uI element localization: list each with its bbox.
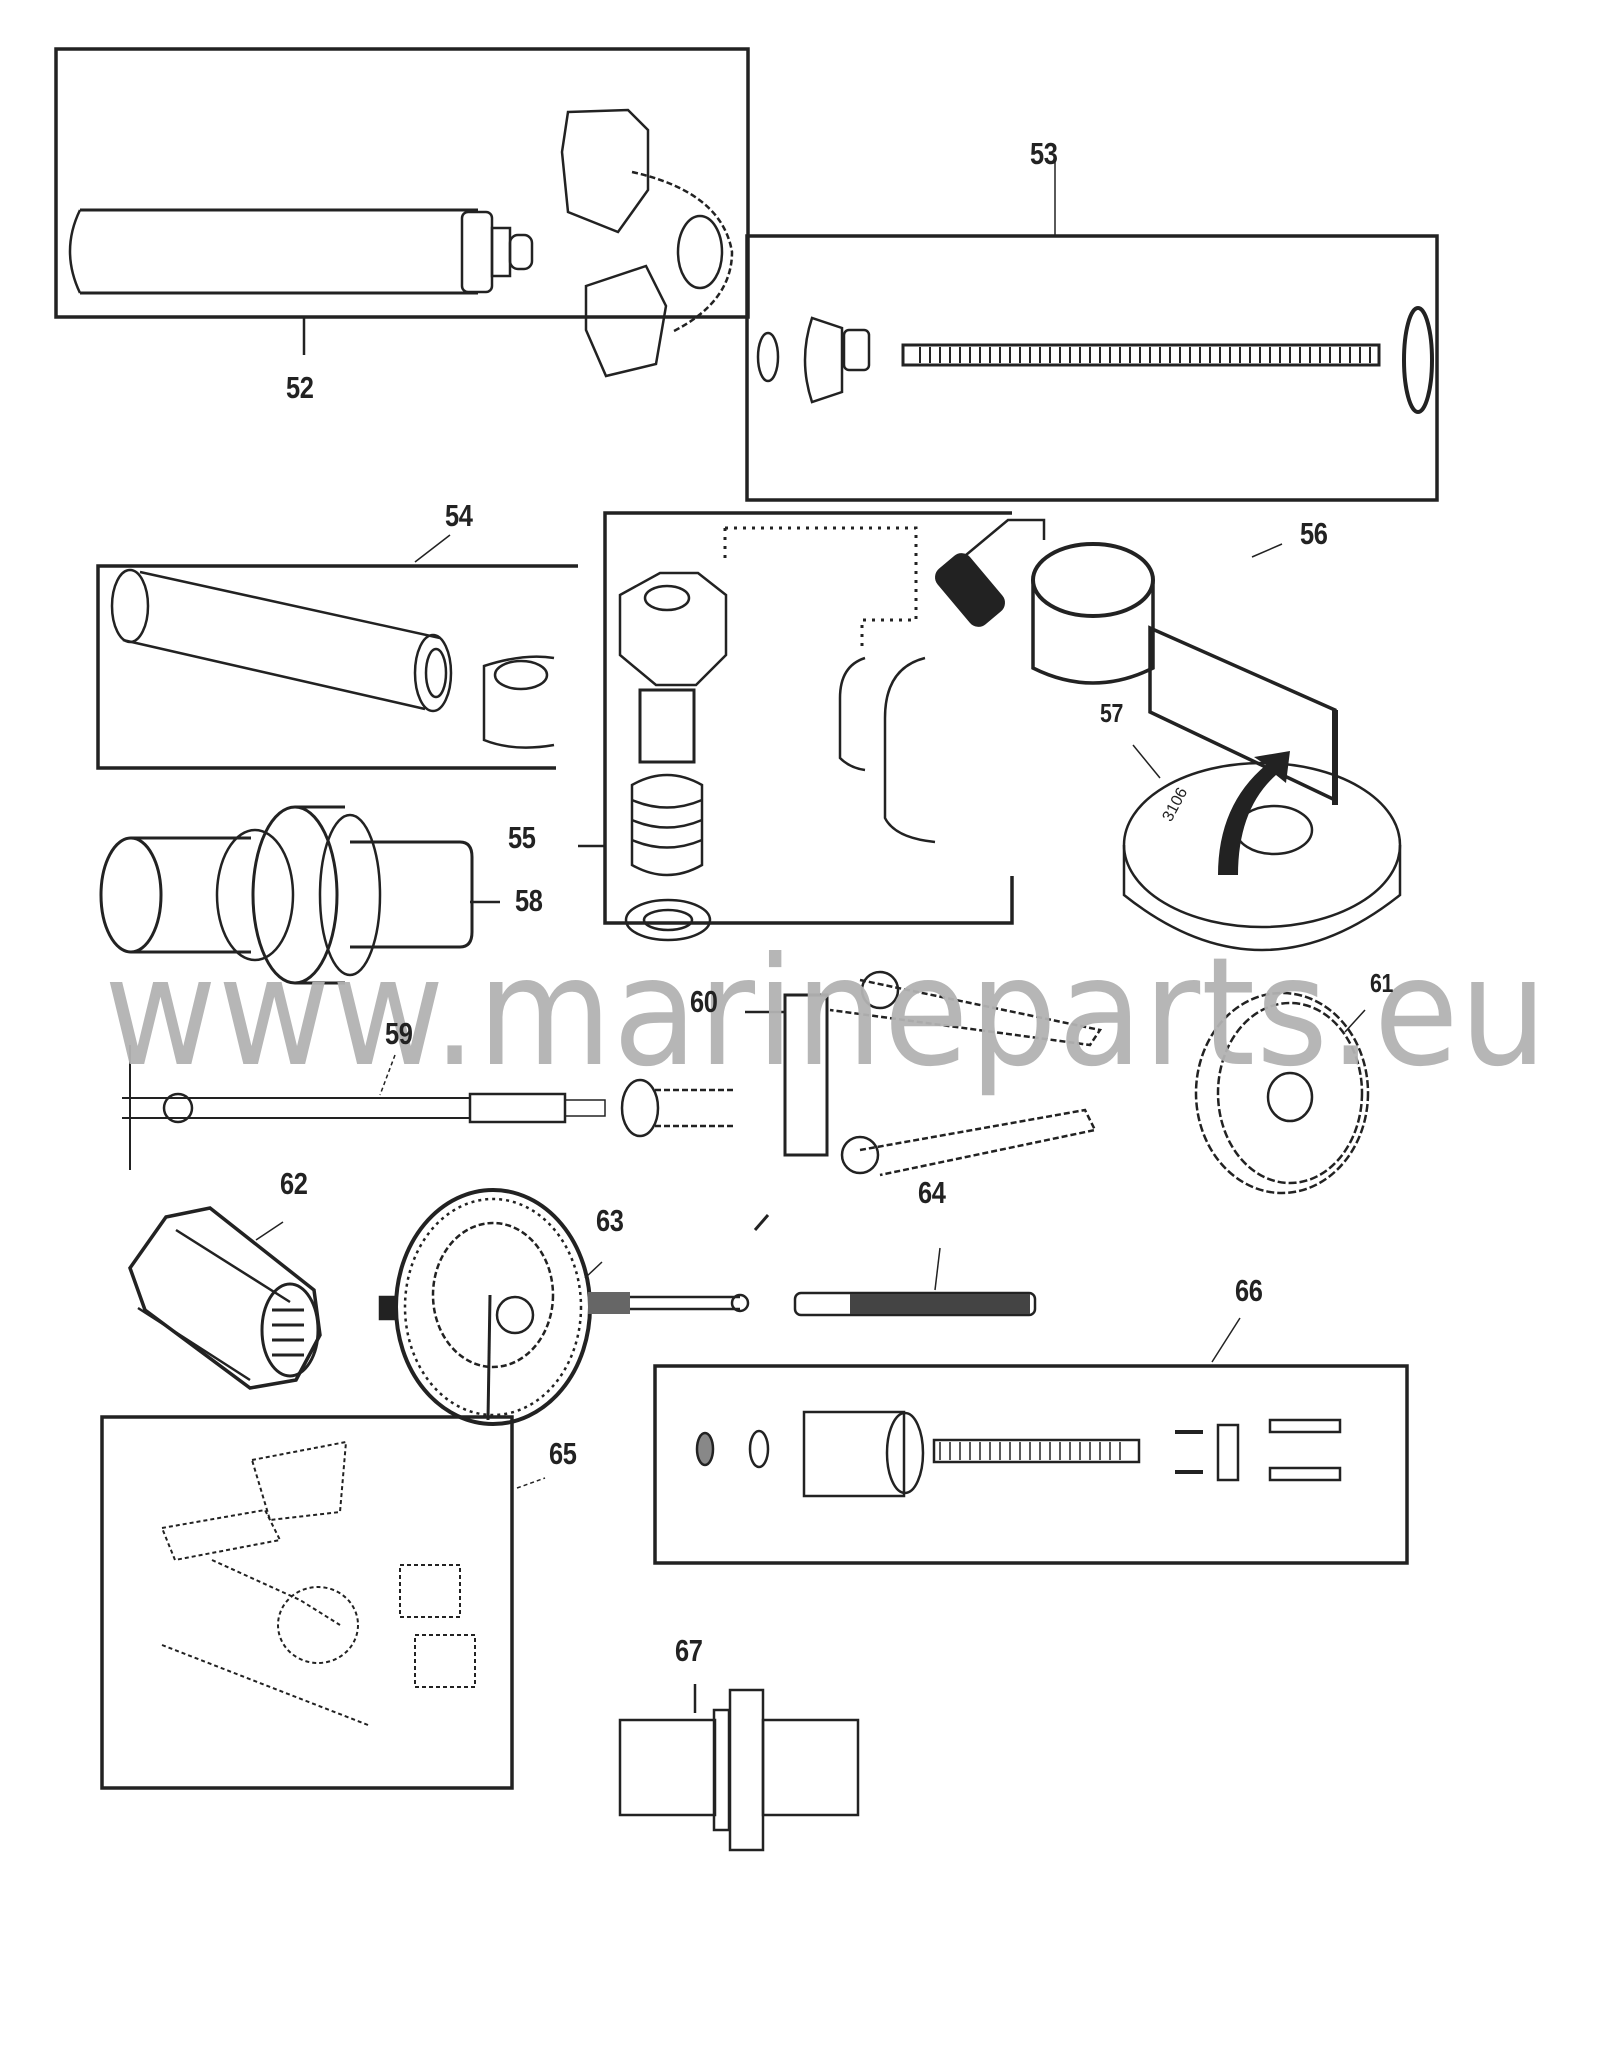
- callout-63[interactable]: 63: [596, 1203, 624, 1238]
- part-56-57-group: [935, 518, 1402, 952]
- part-52-group: [54, 47, 750, 378]
- callout-67[interactable]: 67: [675, 1633, 703, 1668]
- callout-59[interactable]: 59: [385, 1016, 413, 1051]
- callout-55[interactable]: 55: [508, 820, 536, 855]
- part-59-group: [122, 1045, 735, 1170]
- part-55-group: [578, 511, 1014, 942]
- callout-58[interactable]: 58: [515, 883, 543, 918]
- part-61-group: [1194, 991, 1370, 1195]
- part-66-group: [653, 1317, 1409, 1565]
- callout-62[interactable]: 62: [280, 1166, 308, 1201]
- callout-61[interactable]: 61: [1370, 968, 1393, 998]
- part-60-group: [745, 970, 1103, 1231]
- part-53-group: [745, 160, 1439, 502]
- part-67-group: [618, 1684, 860, 1852]
- part-54-group: [96, 534, 578, 770]
- callout-64[interactable]: 64: [918, 1175, 946, 1210]
- callout-57[interactable]: 57: [1100, 698, 1123, 728]
- part-58-group: [99, 805, 500, 985]
- callout-60[interactable]: 60: [690, 984, 718, 1019]
- part-62-group: [128, 1206, 322, 1390]
- callout-54[interactable]: 54: [445, 498, 473, 533]
- callout-65[interactable]: 65: [549, 1436, 577, 1471]
- callout-53[interactable]: 53: [1030, 136, 1058, 171]
- callout-56[interactable]: 56: [1300, 516, 1328, 551]
- part-65-group: [100, 1415, 546, 1790]
- part-63-group: [378, 1188, 750, 1426]
- callout-52[interactable]: 52: [286, 370, 314, 405]
- callout-66[interactable]: 66: [1235, 1273, 1263, 1308]
- part-64-group: [793, 1247, 1037, 1317]
